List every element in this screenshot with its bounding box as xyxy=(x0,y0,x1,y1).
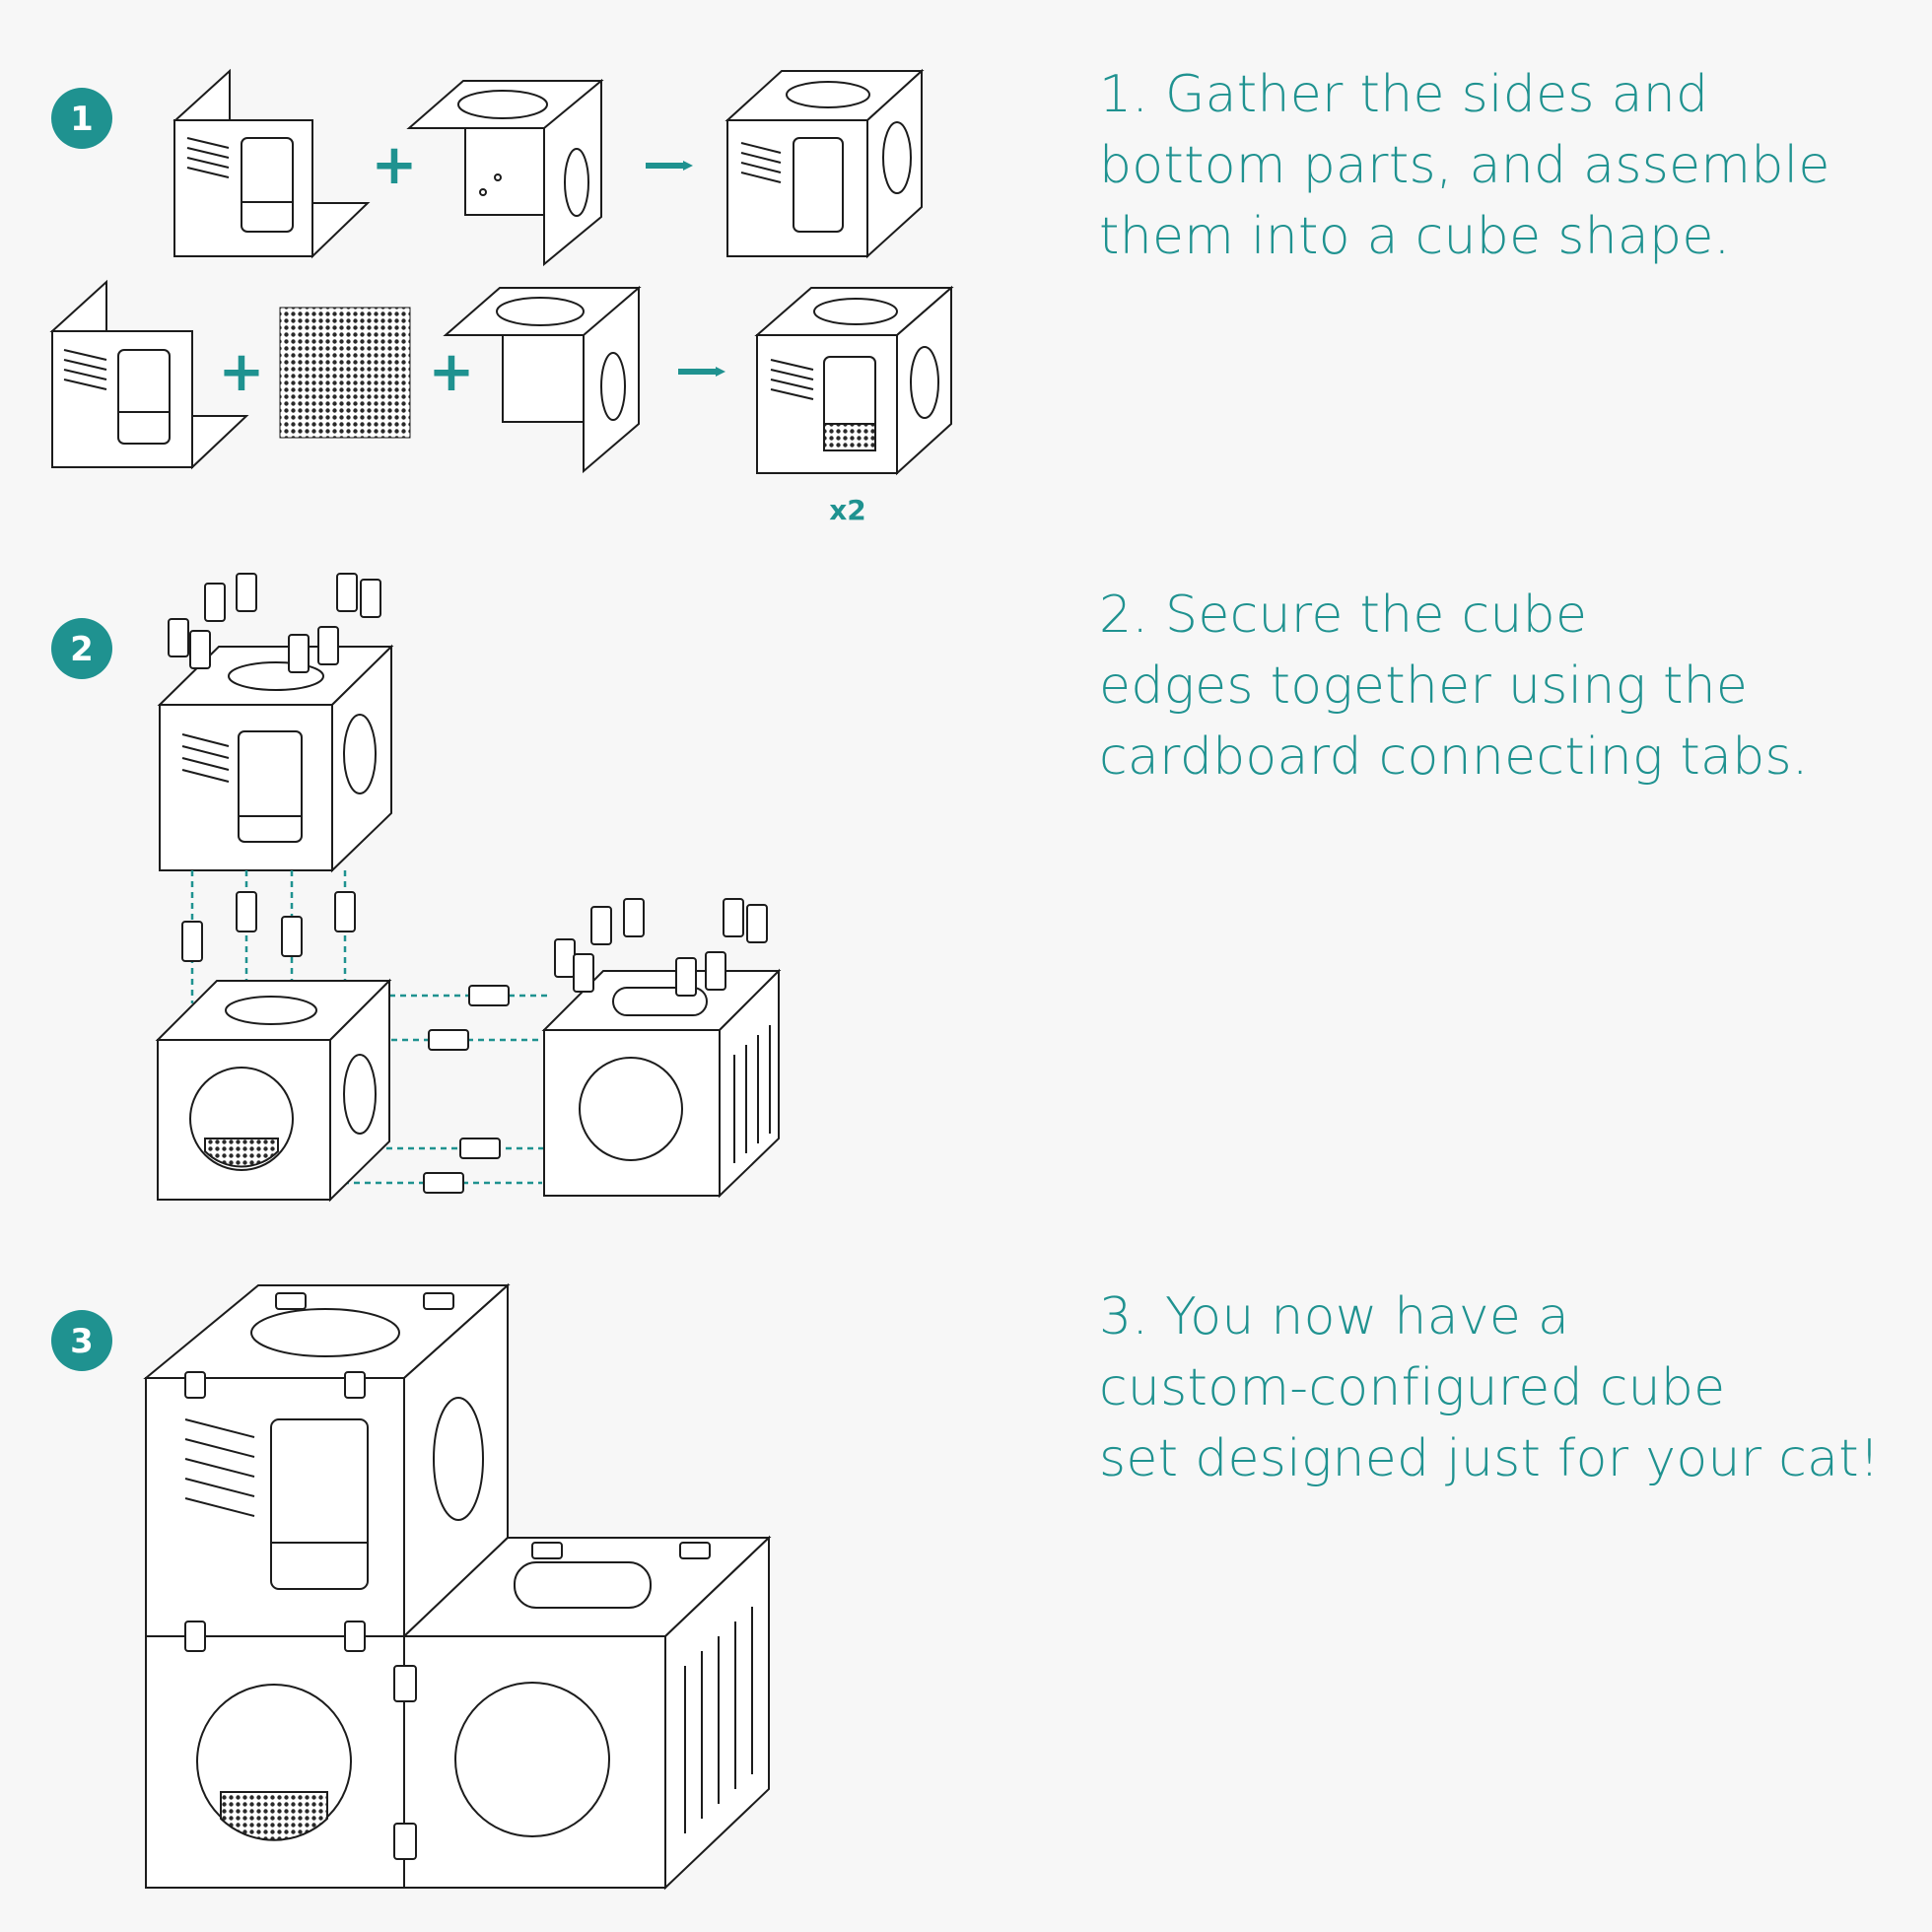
step-2-line-2: edges together using the xyxy=(1099,656,1749,716)
side-panels-piece-2 xyxy=(49,279,249,470)
step-3-badge: 3 xyxy=(51,1310,112,1371)
plus-sign-2: + xyxy=(219,340,265,404)
step-2-line-1: 2. Secure the cube xyxy=(1099,586,1588,645)
plus-sign: + xyxy=(372,133,418,197)
step-1-line-1: 1. Gather the sides and xyxy=(1099,65,1709,124)
plus-sign-3: + xyxy=(429,340,475,404)
step-2-badge: 2 xyxy=(51,618,112,679)
svg-text:3: 3 xyxy=(70,1322,94,1361)
step-2-text: 2. Secure the cube edges together using … xyxy=(1099,580,1888,793)
top-bottom-piece xyxy=(406,78,604,267)
lower-left-cube xyxy=(155,978,392,1203)
step-1-text: 1. Gather the sides and bottom parts, an… xyxy=(1099,59,1888,272)
upper-cube xyxy=(157,644,394,873)
step-3-line-3: set designed just for your cat! xyxy=(1099,1429,1881,1488)
svg-text:2: 2 xyxy=(70,630,94,669)
connector-tabs-right xyxy=(554,898,768,997)
connector-tabs-middle xyxy=(181,891,510,1194)
step-3-line-2: custom-configured cube xyxy=(1099,1358,1726,1417)
assembled-cube-mesh xyxy=(754,285,954,476)
multiplier-label: x2 xyxy=(829,494,866,526)
lower-right-cube xyxy=(541,968,782,1199)
svg-text:1: 1 xyxy=(70,100,94,139)
step-3-text: 3. You now have a custom-configured cube… xyxy=(1099,1281,1888,1494)
side-panels-piece xyxy=(172,68,371,259)
step-3-line-1: 3. You now have a xyxy=(1099,1287,1570,1346)
scratch-mesh-pad xyxy=(279,307,411,439)
final-cube-set xyxy=(143,1282,772,1891)
connector-tabs-top xyxy=(168,573,381,673)
step-1-line-3: them into a cube shape. xyxy=(1099,207,1731,266)
step-1-badge: 1 xyxy=(51,88,112,149)
assembled-cube xyxy=(724,68,925,259)
step-1-line-2: bottom parts, and assemble xyxy=(1099,136,1830,195)
top-bottom-piece-2 xyxy=(443,285,642,474)
step-2-line-3: cardboard connecting tabs. xyxy=(1099,727,1809,787)
